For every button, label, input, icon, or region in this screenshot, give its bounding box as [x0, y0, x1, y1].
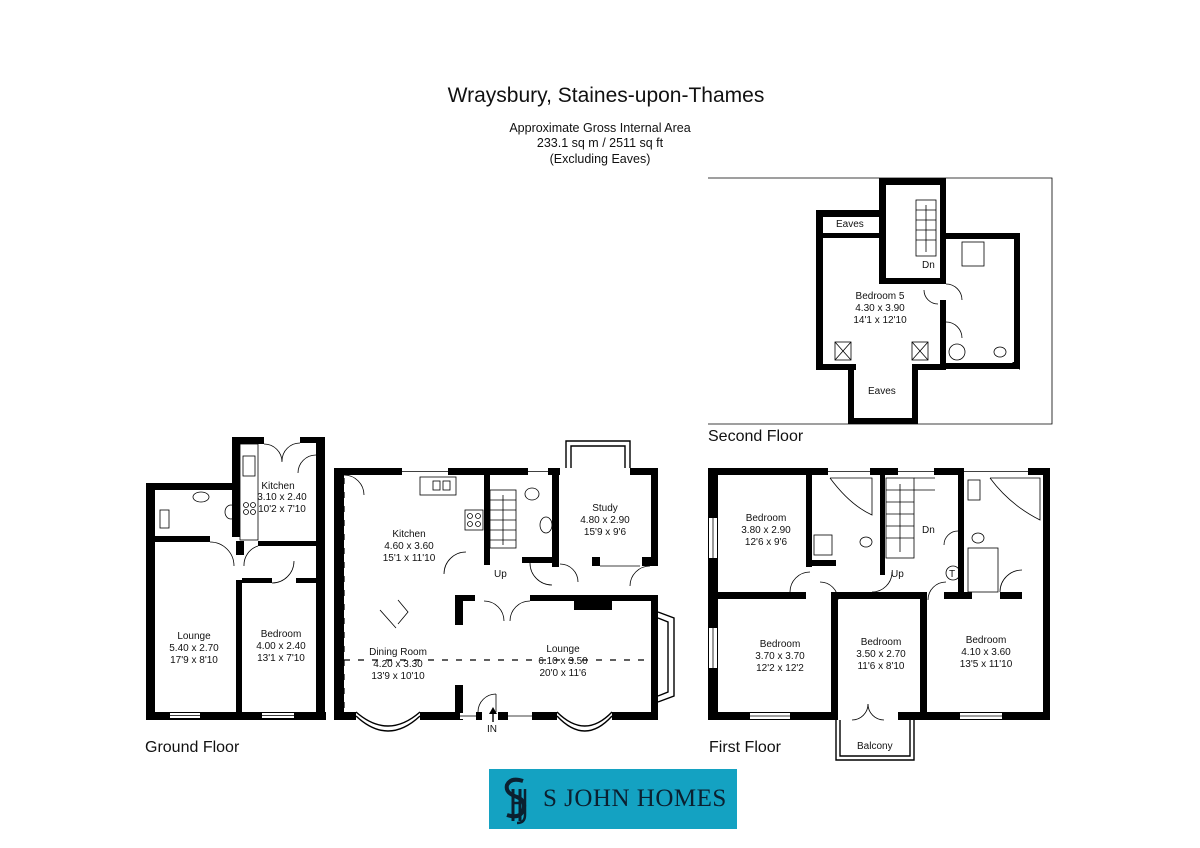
room-metric: 3.70 x 3.70 [755, 651, 805, 662]
svg-text:Bedroom 5: Bedroom 5 [856, 291, 905, 302]
room-labels: Kitchen 3.10 x 2.40 10'2 x 7'10 Lounge 5… [169, 219, 1012, 752]
svg-text:15'1 x 11'10: 15'1 x 11'10 [383, 553, 436, 564]
svg-text:3.80 x 2.90: 3.80 x 2.90 [741, 525, 791, 536]
svg-text:Lounge: Lounge [546, 644, 580, 655]
room-metric: 5.40 x 2.70 [169, 643, 219, 654]
room-name: Bedroom 5 [856, 291, 905, 302]
room-imperial: 20'0 x 11'6 [539, 668, 586, 679]
svg-text:3.70 x 3.70: 3.70 x 3.70 [755, 651, 805, 662]
company-name: S JOHN HOMES [543, 785, 727, 812]
room-metric: 3.10 x 2.40 [257, 492, 307, 503]
svg-text:Bedroom: Bedroom [746, 513, 787, 524]
room-name: Bedroom [861, 637, 902, 648]
svg-text:Bedroom: Bedroom [861, 637, 902, 648]
room-imperial: 12'2 x 12'2 [756, 663, 804, 674]
room-imperial: 10'2 x 7'10 [258, 504, 306, 515]
room-metric: 4.20 x 3.30 [373, 659, 423, 670]
room-imperial: 12'6 x 9'6 [745, 537, 788, 548]
svg-text:4.10 x 3.60: 4.10 x 3.60 [961, 647, 1011, 658]
area-value: 233.1 sq m / 2511 sq ft [536, 136, 664, 150]
first-floor [708, 468, 1050, 761]
svg-text:6.10 x 3.50: 6.10 x 3.50 [538, 656, 588, 667]
second-floor-label: Second Floor [708, 428, 804, 445]
ground-floor-label: Ground Floor [145, 739, 240, 756]
svg-text:4.30 x 3.90: 4.30 x 3.90 [855, 303, 905, 314]
room-name: Kitchen [392, 529, 425, 540]
room-name: Kitchen [261, 481, 294, 492]
svg-text:Kitchen: Kitchen [392, 529, 425, 540]
svg-text:3.50 x 2.70: 3.50 x 2.70 [856, 649, 906, 660]
svg-text:5.40 x 2.70: 5.40 x 2.70 [169, 643, 219, 654]
room-imperial: 13'9 x 10'10 [371, 671, 425, 682]
cupboard-label: T [949, 569, 955, 580]
room-imperial: 13'5 x 11'10 [960, 659, 1013, 670]
room-metric: 4.80 x 2.90 [580, 515, 630, 526]
stairs-down-label: Dn [922, 525, 935, 536]
room-name: Lounge [177, 631, 211, 642]
svg-text:13'5 x 11'10: 13'5 x 11'10 [960, 659, 1013, 670]
room-metric: 4.30 x 3.90 [855, 303, 905, 314]
area-note: (Excluding Eaves) [549, 152, 651, 166]
first-floor-label: First Floor [709, 739, 781, 756]
svg-text:13'1 x 7'10: 13'1 x 7'10 [257, 653, 305, 664]
svg-text:12'6 x 9'6: 12'6 x 9'6 [745, 537, 788, 548]
page-title: Wraysbury, Staines-upon-Thames [447, 84, 765, 107]
room-metric: 6.10 x 3.50 [538, 656, 588, 667]
svg-text:14'1 x 12'10: 14'1 x 12'10 [853, 315, 907, 326]
room-metric: 3.50 x 2.70 [856, 649, 906, 660]
area-label: Approximate Gross Internal Area [509, 121, 691, 135]
room-imperial: 11'6 x 8'10 [857, 661, 904, 672]
svg-text:4.20 x 3.30: 4.20 x 3.30 [373, 659, 423, 670]
room-name: Dining Room [369, 647, 427, 658]
stairs-down-label: Dn [922, 260, 935, 271]
svg-text:Kitchen: Kitchen [261, 481, 294, 492]
svg-text:15'9 x 9'6: 15'9 x 9'6 [584, 527, 627, 538]
svg-text:Bedroom: Bedroom [760, 639, 801, 650]
room-metric: 4.00 x 2.40 [256, 641, 306, 652]
room-name: Bedroom [966, 635, 1007, 646]
svg-text:20'0 x 11'6: 20'0 x 11'6 [539, 668, 586, 679]
room-metric: 4.60 x 3.60 [384, 541, 434, 552]
room-name: Lounge [546, 644, 580, 655]
stairs-up-label: Up [494, 569, 507, 580]
room-imperial: 14'1 x 12'10 [853, 315, 907, 326]
ground-floor-main [334, 440, 675, 732]
svg-text:3.10 x 2.40: 3.10 x 2.40 [257, 492, 307, 503]
room-name: Bedroom [760, 639, 801, 650]
second-floor [708, 177, 1053, 425]
svg-text:4.80 x 2.90: 4.80 x 2.90 [580, 515, 630, 526]
room-metric: 3.80 x 2.90 [741, 525, 791, 536]
room-name: Study [592, 503, 618, 514]
svg-text:17'9 x 8'10: 17'9 x 8'10 [170, 655, 218, 666]
svg-text:Bedroom: Bedroom [261, 629, 302, 640]
svg-text:4.00 x 2.40: 4.00 x 2.40 [256, 641, 306, 652]
room-metric: 4.10 x 3.60 [961, 647, 1011, 658]
balcony-label: Balcony [857, 741, 893, 752]
room-imperial: 17'9 x 8'10 [170, 655, 218, 666]
company-logo: S JOHN HOMES [489, 769, 737, 829]
svg-text:Study: Study [592, 503, 618, 514]
svg-text:Lounge: Lounge [177, 631, 211, 642]
monogram-icon [504, 777, 527, 825]
room-imperial: 13'1 x 7'10 [257, 653, 305, 664]
svg-text:Bedroom: Bedroom [966, 635, 1007, 646]
svg-text:12'2 x 12'2: 12'2 x 12'2 [756, 663, 804, 674]
ground-floor-annex [146, 437, 326, 720]
eaves-label: Eaves [836, 219, 864, 230]
room-name: Bedroom [746, 513, 787, 524]
svg-text:13'9 x 10'10: 13'9 x 10'10 [371, 671, 425, 682]
svg-text:11'6 x 8'10: 11'6 x 8'10 [857, 661, 904, 672]
svg-text:4.60 x 3.60: 4.60 x 3.60 [384, 541, 434, 552]
room-imperial: 15'1 x 11'10 [383, 553, 436, 564]
room-name: Bedroom [261, 629, 302, 640]
svg-text:Dining Room: Dining Room [369, 647, 427, 658]
stairs-up-label: Up [891, 569, 904, 580]
room-imperial: 15'9 x 9'6 [584, 527, 627, 538]
entrance-label: IN [487, 724, 497, 735]
svg-text:10'2 x 7'10: 10'2 x 7'10 [258, 504, 306, 515]
eaves-label: Eaves [868, 386, 896, 397]
